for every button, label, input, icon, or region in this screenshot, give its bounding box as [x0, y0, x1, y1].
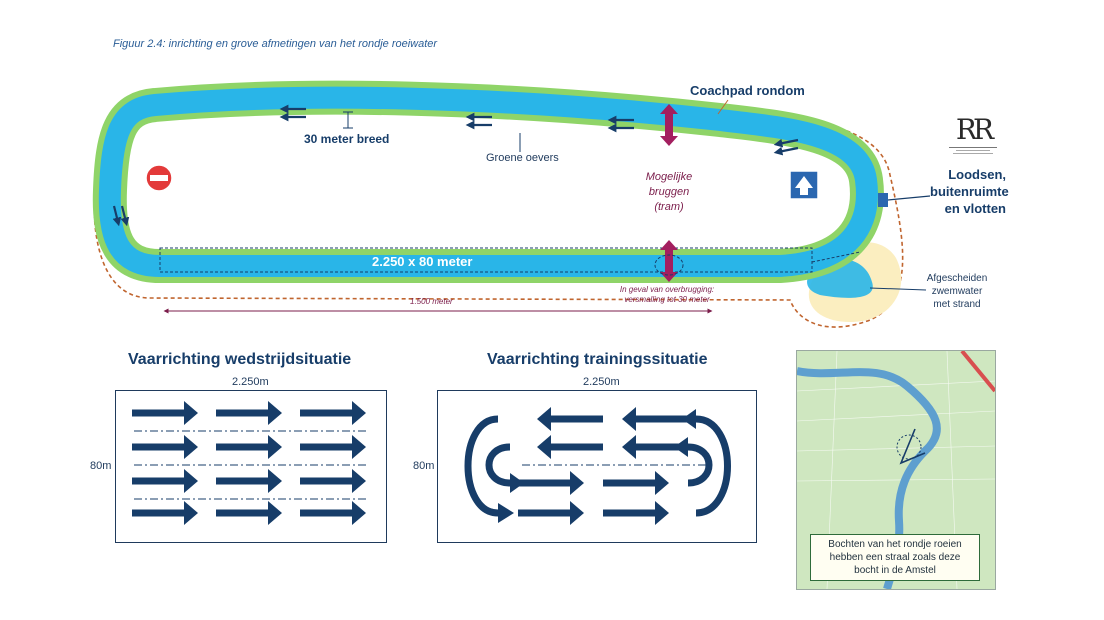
bridges-label-line-3: (tram) [654, 201, 684, 213]
competition-arrow-1-2 [300, 435, 366, 459]
competition-arrow-3-0 [132, 501, 198, 525]
training-arrows [464, 407, 731, 525]
bridges-label: Mogelijke bruggen (tram) [626, 170, 712, 215]
top-direction-arrows [112, 104, 799, 227]
water-loop [98, 86, 878, 277]
distance-label: 1.500 meter [410, 297, 453, 306]
training-title: Vaarrichting trainingssituatie [487, 351, 708, 368]
club-logo-text: RR [955, 113, 994, 146]
training-arrow-3-1 [603, 501, 669, 525]
training-width-label: 80m [413, 460, 435, 472]
competition-box [115, 390, 387, 543]
narrowing-label-line-1: In geval van overbrugging: [619, 285, 715, 294]
training-arrow-0-1 [622, 407, 688, 431]
competition-arrow-1-0 [132, 435, 198, 459]
training-arrow-2-1 [603, 471, 669, 495]
narrowing-label: In geval van overbrugging: versmalling t… [612, 285, 722, 305]
facilities-label-line-3: en vlotten [944, 201, 1006, 216]
competition-length-label: 2.250m [232, 376, 269, 388]
width-label: 30 meter breed [304, 132, 390, 146]
rowing-circuit-diagram [92, 80, 931, 328]
map-caption-line-3: bocht in de Amstel [854, 565, 936, 576]
training-arrow-0-0 [537, 407, 603, 431]
competition-arrow-0-0 [132, 401, 198, 425]
narrowing-label-line-2: versmalling tot 30 meter [624, 295, 710, 304]
swim-label: Afgescheiden zwemwater met strand [924, 272, 990, 311]
no-entry-sign-icon [145, 164, 173, 192]
training-arrow-2-0 [518, 471, 584, 495]
narrowing-marker [654, 254, 684, 276]
club-logo: RR [942, 115, 1004, 161]
training-length-label: 2.250m [583, 376, 620, 388]
map-caption-line-1: Bochten van het rondje roeien [828, 539, 962, 550]
straight-section-box [159, 247, 813, 273]
docks-marker [878, 193, 888, 207]
competition-arrow-2-0 [132, 469, 198, 493]
bridges-label-line-2: bruggen [648, 186, 690, 198]
one-way-sign-icon [789, 170, 819, 200]
facilities-label-line-2: buitenruimte [930, 184, 1009, 199]
straight-section-label: 2.250 x 80 meter [372, 254, 473, 269]
training-arrow-1-0 [537, 435, 603, 459]
coachpad-label: Coachpad rondom [690, 83, 805, 98]
amstel-bend-map: Bochten van het rondje roeien hebben een… [796, 350, 996, 590]
competition-width-label: 80m [90, 460, 112, 472]
training-arrow-3-0 [518, 501, 584, 525]
banks-label: Groene oevers [486, 152, 559, 164]
bridges-label-line-1: Mogelijke [645, 171, 693, 183]
swim-label-line-3: met strand [933, 299, 981, 310]
competition-arrow-0-2 [300, 401, 366, 425]
bridge-top [660, 104, 678, 146]
facilities-label-line-1: Loodsen, [948, 167, 1006, 182]
competition-title: Vaarrichting wedstrijdsituatie [128, 351, 352, 368]
competition-arrow-1-1 [216, 435, 282, 459]
figure-caption: Figuur 2.4: inrichting en grove afmeting… [113, 38, 438, 50]
competition-arrow-0-1 [216, 401, 282, 425]
map-caption-line-2: hebben een straal zoals deze [829, 552, 961, 563]
swim-label-line-1: Afgescheiden [926, 273, 988, 284]
swim-label-line-2: zwemwater [931, 286, 983, 297]
competition-arrow-2-2 [300, 469, 366, 493]
competition-arrows [132, 401, 368, 525]
bridge-bottom [660, 240, 678, 282]
training-box [437, 390, 757, 543]
training-arrow-1-1 [622, 435, 688, 459]
facilities-label: Loodsen, buitenruimte en vlotten [930, 166, 1009, 217]
map-caption: Bochten van het rondje roeien hebben een… [810, 534, 980, 581]
competition-arrow-3-1 [216, 501, 282, 525]
competition-arrow-3-2 [300, 501, 366, 525]
competition-arrow-2-1 [216, 469, 282, 493]
